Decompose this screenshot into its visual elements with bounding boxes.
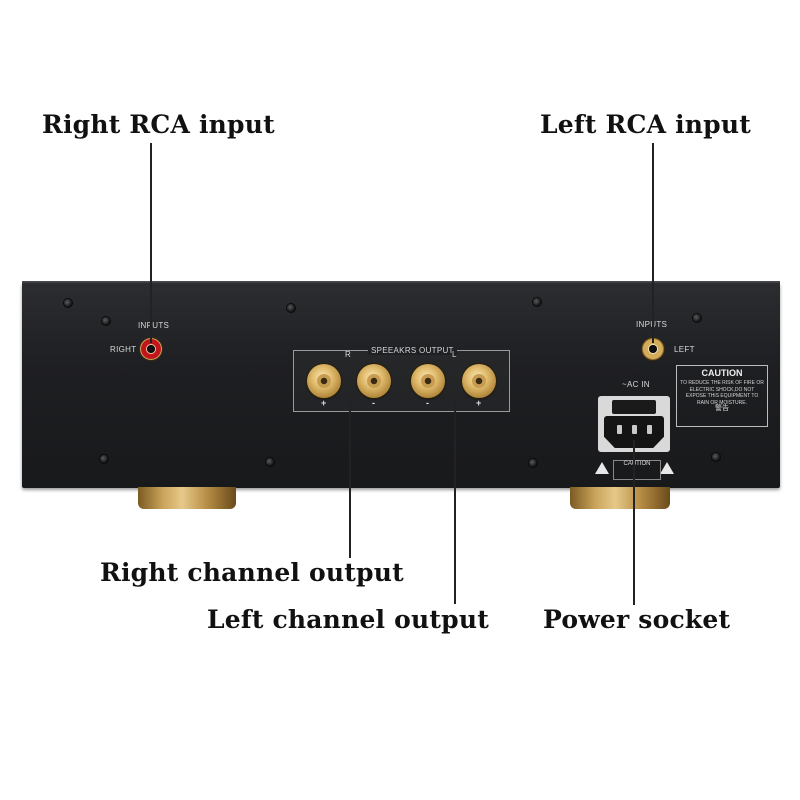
inputs-label-left-side: INPUTS (636, 320, 667, 329)
caution-chinese-title: 警告 (715, 405, 729, 412)
screw (102, 317, 110, 325)
caution-english-text: TO REDUCE THE RISK OF FIRE OR ELECTRIC S… (680, 380, 764, 406)
speaker-r-label: R (345, 350, 352, 359)
screw (693, 314, 701, 322)
right-channel-leader-line (349, 398, 351, 558)
left-rca-input-callout: Left RCA input (540, 110, 751, 139)
screw (100, 455, 108, 463)
small-caution-label: CAUTION (613, 460, 661, 480)
screw (64, 299, 72, 307)
power-socket-leader-line (633, 440, 635, 605)
right-foot (570, 487, 670, 509)
screw (529, 459, 537, 467)
rca-right-label: RIGHT (110, 345, 137, 354)
right-rca-leader-line (150, 143, 152, 343)
speakers-output-label: SPEEAKRS OUTPUT (368, 346, 457, 355)
screw (287, 304, 295, 312)
left-channel-leader-line (454, 398, 456, 604)
left-rca-jack[interactable] (642, 338, 664, 360)
right-channel-output-callout: Right channel output (100, 558, 404, 587)
screw (533, 298, 541, 306)
socket-pin (632, 425, 637, 434)
rca-left-label: LEFT (674, 345, 695, 354)
warning-triangle-icon (660, 462, 674, 474)
post-label: + (476, 398, 482, 408)
screw (266, 458, 274, 466)
power-socket-callout: Power socket (543, 605, 731, 634)
left-foot (138, 487, 236, 509)
speaker-l-label: L (452, 350, 457, 359)
caution-text: TO REDUCE THE RISK OF FIRE OR ELECTRIC S… (680, 380, 764, 413)
post-label: - (426, 398, 429, 408)
post-label: + (321, 398, 327, 408)
screw (712, 453, 720, 461)
socket-pin (647, 425, 652, 434)
right-positive-binding-post[interactable] (307, 364, 341, 398)
fuse-holder[interactable] (612, 400, 656, 414)
left-channel-output-callout: Left channel output (207, 605, 489, 634)
inputs-label-right-side: INPUTS (138, 321, 170, 330)
right-rca-jack[interactable] (140, 338, 162, 360)
right-rca-input-callout: Right RCA input (42, 110, 275, 139)
caution-title: CAUTION (701, 368, 743, 378)
right-negative-binding-post[interactable] (357, 364, 391, 398)
left-negative-binding-post[interactable] (411, 364, 445, 398)
left-positive-binding-post[interactable] (462, 364, 496, 398)
caution-label: CAUTION TO REDUCE THE RISK OF FIRE OR EL… (676, 365, 768, 427)
ac-in-label: ~AC IN (622, 380, 650, 389)
post-label: - (372, 398, 375, 408)
socket-pin (617, 425, 622, 434)
warning-triangle-icon (595, 462, 609, 474)
left-rca-leader-line (652, 143, 654, 343)
